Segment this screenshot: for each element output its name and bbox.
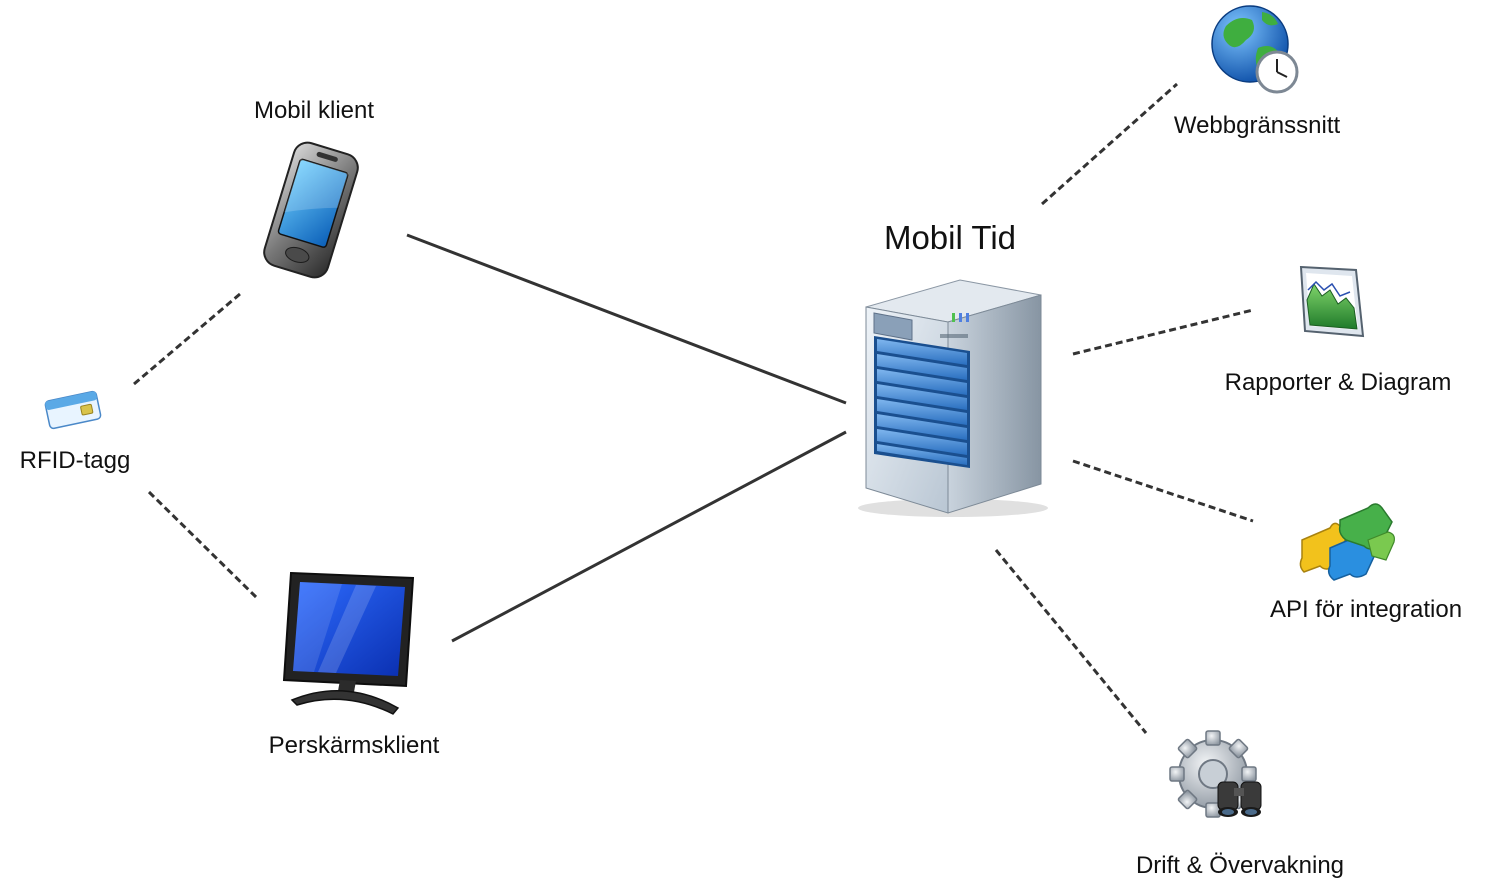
connection-server-to-reports <box>1072 308 1254 356</box>
puzzle-icon <box>1299 503 1395 581</box>
mobile-client-label: Mobil klient <box>253 97 375 124</box>
gear-binoculars-icon <box>1169 730 1262 818</box>
monitor-icon <box>282 571 415 715</box>
connection-mobile-to-server <box>406 233 847 405</box>
connection-server-to-web <box>1041 82 1178 206</box>
connection-server-to-api <box>1072 459 1254 523</box>
connection-server-to-ops <box>994 549 1148 734</box>
mobile-phone-icon <box>263 141 359 279</box>
api-integration-label: API för integration <box>1269 596 1463 623</box>
rfid-tag-label: RFID-tagg <box>19 447 131 474</box>
screen-client-label: Perskärmsklient <box>268 732 440 759</box>
connection-screen-to-server <box>451 430 847 643</box>
operations-monitoring-label: Drift & Övervakning <box>1135 852 1345 879</box>
server-title: Mobil Tid <box>883 219 1017 256</box>
web-interface-label: Webbgränssnitt <box>1173 112 1341 139</box>
server-icon <box>858 279 1048 517</box>
chart-icon <box>1299 265 1365 338</box>
connection-rfid-to-screen <box>147 490 258 599</box>
rfid-card-icon <box>44 390 102 430</box>
globe-clock-icon <box>1211 5 1299 94</box>
connections <box>133 82 1254 734</box>
connection-rfid-to-mobile <box>133 292 241 386</box>
reports-diagram-label: Rapporter & Diagram <box>1224 369 1452 396</box>
server-drive-bays <box>877 339 967 465</box>
